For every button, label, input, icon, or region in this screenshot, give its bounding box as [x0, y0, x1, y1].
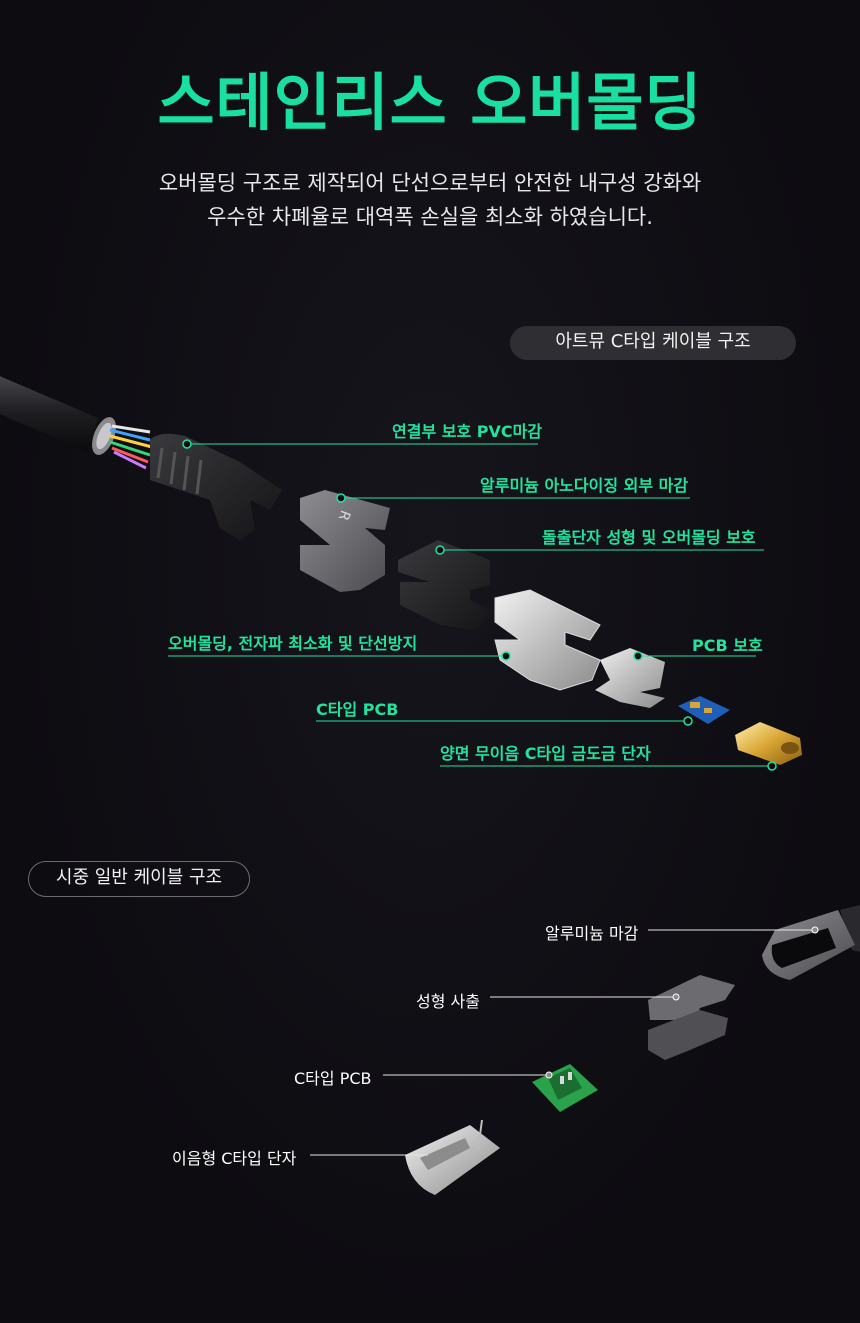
- normal-aluminum-shell: [762, 905, 860, 980]
- subtitle-line-1: 오버몰딩 구조로 제작되어 단선으로부터 안전한 내구성 강화와: [158, 171, 702, 195]
- normal-leader-lines: [310, 929, 815, 1156]
- label-pcb-protect: PCB 보호: [692, 636, 763, 655]
- label-normal-aluminum: 알루미늄 마감: [545, 924, 639, 943]
- label-terminal-overmold: 돌출단자 성형 및 오버몰딩 보호: [542, 528, 756, 547]
- label-pvc-finish: 연결부 보호 PVC마감: [392, 422, 543, 441]
- subtitle-line-2: 우수한 차폐율로 대역폭 손실을 최소화 하였습니다.: [207, 205, 653, 229]
- type-c-pcb: [678, 696, 730, 724]
- page-subtitle: 오버몰딩 구조로 제작되어 단선으로부터 안전한 내구성 강화와 우수한 차폐율…: [0, 166, 860, 234]
- pcb-protect-shell: [595, 648, 665, 708]
- page-title: 스테인리스 오버몰딩: [157, 66, 703, 139]
- artu-leader-lines: [168, 443, 772, 767]
- artu-leader-dots: [182, 439, 777, 771]
- normal-structure-badge: 시중 일반 케이블 구조: [28, 861, 250, 897]
- label-normal-injection: 성형 사출: [416, 992, 480, 1011]
- normal-terminal: [405, 1119, 500, 1195]
- normal-leader-dots: [545, 926, 819, 1079]
- cable-body: [0, 376, 116, 455]
- cable-wires: [109, 424, 153, 470]
- label-aluminum-anodizing: 알루미늄 아노다이징 외부 마감: [480, 476, 689, 495]
- overmold-block: [398, 540, 495, 630]
- label-type-c-pcb: C타입 PCB: [316, 700, 399, 719]
- stainless-overmold-connector: [494, 589, 601, 691]
- artu-structure-badge: 아트뮤 C타입 케이블 구조: [510, 326, 796, 360]
- aluminum-shell: ꓤ: [300, 490, 390, 592]
- label-normal-pcb: C타입 PCB: [294, 1069, 372, 1088]
- label-normal-terminal: 이음형 C타입 단자: [172, 1149, 297, 1168]
- normal-pcb: [532, 1064, 598, 1112]
- label-overmold-emi: 오버몰딩, 전자파 최소화 및 단선방지: [168, 634, 418, 653]
- label-gold-terminal: 양면 무이음 C타입 금도금 단자: [440, 744, 651, 763]
- normal-injection-mold: [648, 975, 735, 1060]
- pvc-boot: [150, 433, 282, 540]
- gold-terminal: [735, 722, 802, 765]
